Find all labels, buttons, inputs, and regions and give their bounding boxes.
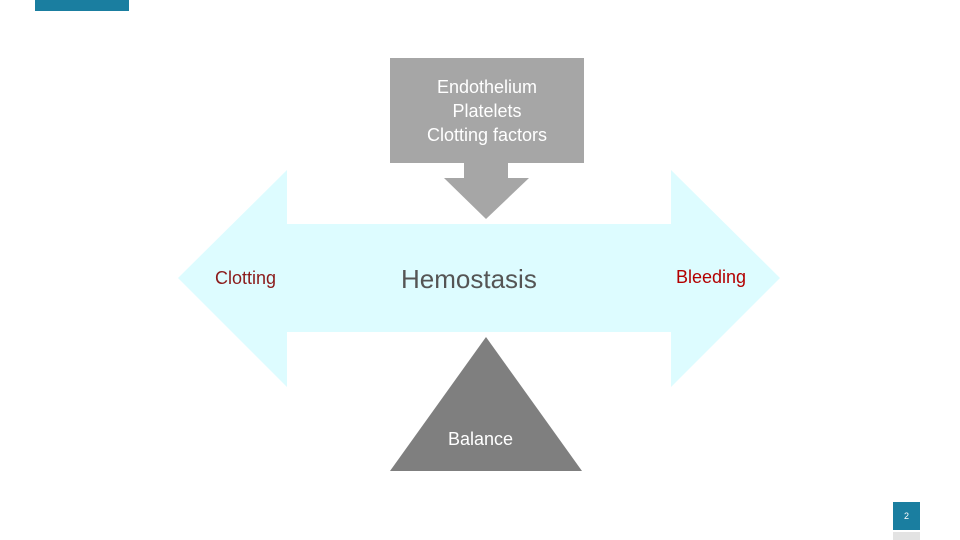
hemostasis-label: Hemostasis [401,264,537,294]
clotting-label: Clotting [215,268,277,288]
balance-label: Balance [448,429,514,449]
top-accent-bar [35,0,129,11]
input-endothelium: Endothelium [436,77,538,97]
input-platelets: Platelets [452,101,522,121]
inputs-box [390,58,584,163]
page-number-shadow [893,532,920,540]
double-headed-arrow [178,170,780,387]
page-number: 2 [893,502,920,530]
balance-fulcrum [390,337,582,471]
input-clotting-factors: Clotting factors [426,125,548,145]
inputs-list: Endothelium Platelets Clotting factors [390,75,584,147]
down-arrow-shaft [464,160,508,180]
down-arrow-head [444,178,529,219]
bleeding-label: Bleeding [676,267,747,287]
